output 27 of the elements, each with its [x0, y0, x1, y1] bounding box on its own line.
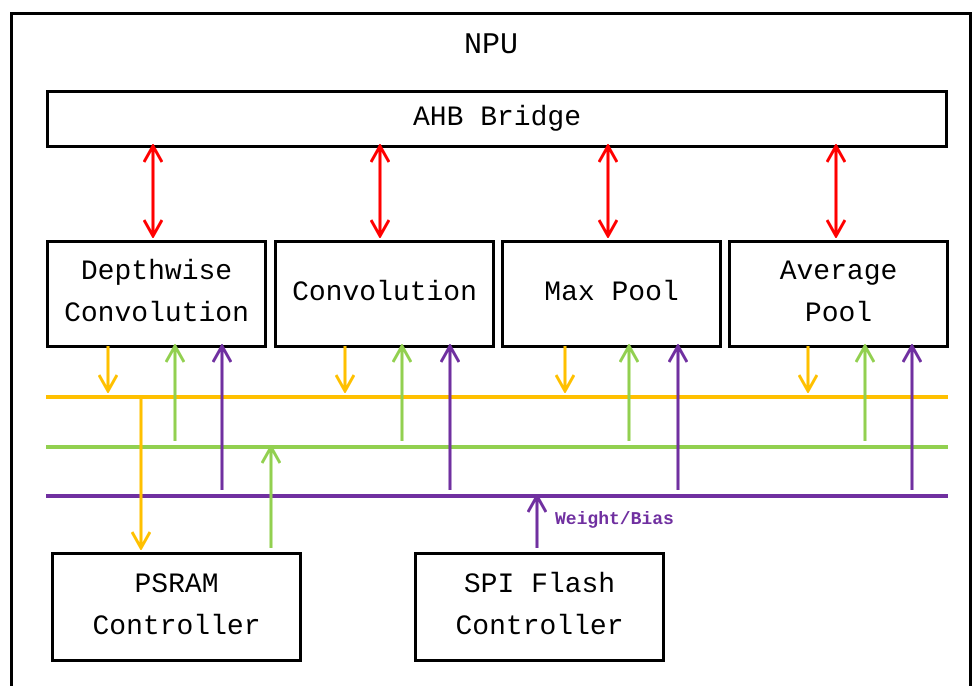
arrow: [212, 344, 232, 490]
edge-label: Weight/Bias: [555, 510, 674, 530]
arrow: [826, 144, 846, 238]
arrow: [142, 144, 164, 238]
npu-frame: [10, 12, 972, 686]
arrow: [334, 346, 356, 392]
module-box: SPI Flash Controller: [414, 552, 665, 662]
module-box: PSRAM Controller: [51, 552, 302, 662]
arrow: [598, 144, 618, 238]
arrow: [668, 344, 688, 490]
module-box: Max Pool: [501, 240, 722, 348]
arrow: [440, 344, 460, 490]
arrow: [392, 344, 412, 441]
arrow: [902, 344, 922, 490]
arrow: [130, 397, 152, 550]
module-box: Average Pool: [728, 240, 949, 348]
module-box: Convolution: [274, 240, 495, 348]
arrow: [798, 346, 818, 392]
arrow: [854, 344, 876, 441]
module-box: AHB Bridge: [46, 90, 948, 148]
frame-title: NPU: [462, 29, 519, 63]
arrow: [618, 344, 640, 441]
arrow: [370, 144, 390, 238]
arrow: [164, 344, 186, 441]
arrow: [98, 346, 118, 392]
arrow: [554, 346, 576, 392]
module-box: Depthwise Convolution: [46, 240, 267, 348]
